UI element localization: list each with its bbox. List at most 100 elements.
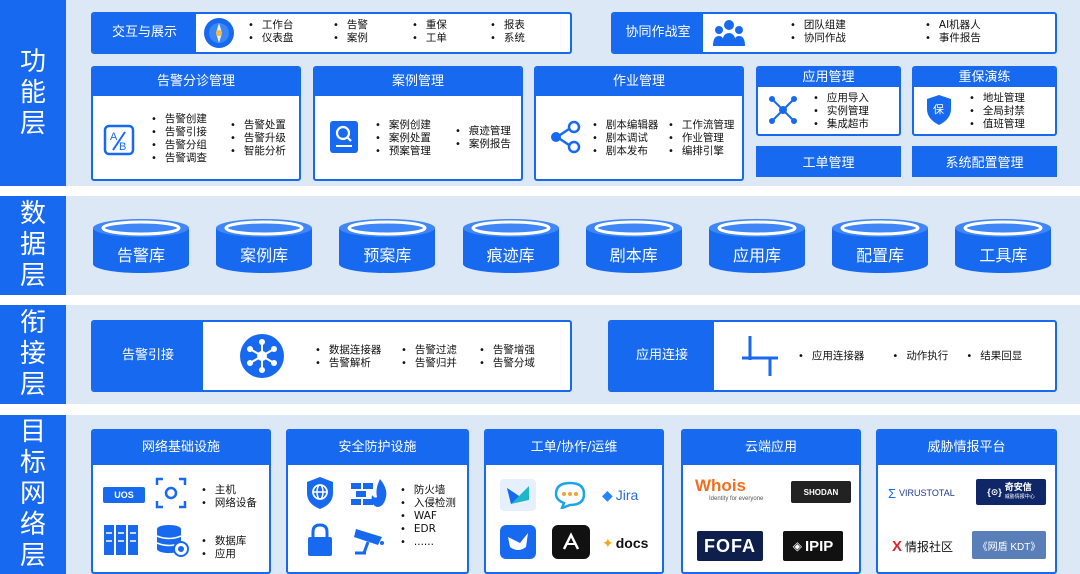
list-item: 动作执行: [892, 350, 948, 363]
guard-drill-title: 重保演练: [914, 68, 1055, 87]
interact-col1: 工作台仪表盘: [248, 19, 294, 45]
list-item: 预案管理: [375, 145, 431, 158]
kdt-logo: 《网盾 KDT》: [972, 531, 1046, 559]
docs-logo-text: docs: [615, 535, 649, 551]
layer-char: 网: [19, 479, 46, 509]
app-mgmt-title: 应用管理: [758, 68, 899, 87]
virustotal-logo-text: VIRUSTOTAL: [899, 488, 955, 498]
alert-ingest-title: 告警引接: [93, 322, 203, 390]
list-item: 数据库: [201, 535, 247, 548]
database-label: 配置库: [856, 246, 905, 265]
list-item: 集成超市: [813, 118, 869, 131]
layer-char: 据: [19, 230, 46, 260]
list-item: 实例管理: [813, 105, 869, 118]
list-item: 地址管理: [969, 92, 1025, 105]
qianxin-mark-icon: {⊙}: [987, 486, 1002, 497]
list-item: 仪表盘: [248, 32, 294, 45]
function-layer: 功 能 层 交互与展示 工作台仪表盘 告警案例 重保工单 报表系统 协同作战室 …: [0, 0, 1080, 186]
collab-title: 协同作战室: [613, 14, 703, 52]
network-infra-col1: 主机网络设备: [201, 484, 257, 510]
database-icon: [93, 219, 189, 273]
security-infra-list: 防火墙入侵检测WAFEDR......: [400, 484, 456, 549]
database-icon: [709, 219, 805, 273]
security-infra-card: 安全防护设施 防火墙入侵检测WAFEDR......: [286, 429, 469, 574]
list-item: 告警增强: [479, 344, 535, 357]
database-icon: [955, 219, 1052, 273]
list-item: 网络设备: [201, 497, 257, 510]
database-label: 案例库: [240, 246, 289, 265]
job-mgmt-col1: 剧本编辑器剧本调试剧本发布: [592, 119, 659, 158]
alert-triage-card: 告警分诊管理 AB 告警创建告警引接告警分组告警调查 告警处置告警升级智能分析: [91, 66, 301, 181]
list-item: 报表: [490, 19, 525, 32]
firewall-icon: [350, 477, 390, 514]
list-item: 作业管理: [668, 132, 734, 145]
connect-layer-label: 衔 接 层: [0, 305, 66, 404]
workflow-icon: [548, 120, 582, 159]
uos-logo-text: UOS: [114, 490, 134, 500]
job-mgmt-title: 作业管理: [536, 68, 742, 96]
jira-logo: ◆Jira: [602, 483, 638, 507]
database-icon: [216, 219, 313, 273]
function-layer-label: 功 能 层: [0, 0, 66, 186]
data-layer-label: 数 据 层: [0, 196, 66, 295]
collab-card: 协同作战室 团队组建协同作战 AI机器人事件报告: [611, 12, 1057, 54]
docs-logo: ✦docs: [602, 531, 648, 555]
list-item: 系统: [490, 32, 525, 45]
database-cylinder: 配置库: [830, 218, 930, 274]
app-connect-card: 应用连接 应用连接器 动作执行 结果回显: [608, 320, 1057, 392]
database-label: 剧本库: [609, 246, 658, 265]
cloud-app-title: 云端应用: [683, 431, 859, 465]
list-item: 值班管理: [969, 118, 1025, 131]
list-item: 告警: [333, 19, 368, 32]
alert-triage-col2: 告警处置告警升级智能分析: [230, 119, 286, 158]
target-layer: 目 标 网 络 层 网络基础设施 UOS 主机网络设备 数据库应用 安全防护设施: [0, 415, 1080, 574]
list-item: 案例: [333, 32, 368, 45]
alert-triage-col1: 告警创建告警引接告警分组告警调查: [151, 113, 207, 165]
topology-icon: [155, 477, 187, 514]
alert-ingest-col1: 数据连接器告警解析: [315, 344, 382, 370]
whois-logo-text: Whois: [695, 476, 746, 495]
list-item: 事件报告: [925, 32, 981, 45]
interact-col2: 告警案例: [333, 19, 368, 45]
alert-ingest-card: 告警引接 数据连接器告警解析 告警过滤告警归并 告警增强告警分域: [91, 320, 572, 392]
alert-ingest-col2: 告警过滤告警归并: [401, 344, 457, 370]
qianxin-logo-text: 奇安信: [1004, 482, 1032, 492]
lock-icon: [306, 523, 334, 562]
list-item: 剧本编辑器: [592, 119, 659, 132]
ipip-logo-text: IPIP: [804, 537, 834, 555]
chat-app-logo: [552, 479, 588, 511]
layer-char: 层: [19, 108, 46, 139]
list-item: 告警过滤: [401, 344, 457, 357]
list-item: 应用导入: [813, 92, 869, 105]
target-layer-label: 目 标 网 络 层: [0, 415, 66, 574]
layer-char: 数: [19, 199, 46, 229]
virustotal-mark-icon: Σ: [888, 485, 897, 501]
list-item: 结果回显: [966, 350, 1022, 363]
database-cylinder: 剧本库: [584, 218, 684, 274]
database-label: 痕迹库: [486, 246, 535, 265]
ticket-ops-card: 工单/协作/运维 ◆Jira ✦docs: [484, 429, 664, 574]
system-config-bar: 系统配置管理: [912, 146, 1057, 177]
list-item: 告警创建: [151, 113, 207, 126]
shodan-logo-text: SHODAN: [803, 487, 839, 497]
database-label: 工具库: [979, 246, 1028, 265]
shield-globe-icon: [304, 475, 336, 516]
app-connect-list: 应用连接器 动作执行 结果回显: [798, 350, 1022, 363]
ticket-ops-title: 工单/协作/运维: [486, 431, 662, 465]
shodan-logo: SHODAN: [791, 481, 851, 503]
camera-icon: [352, 525, 388, 562]
case-mgmt-card: 案例管理 案例创建案例处置预案管理 痕迹管理案例报告: [313, 66, 523, 181]
layer-char: 功: [19, 46, 46, 77]
app-connect-title: 应用连接: [610, 322, 714, 390]
list-item: 案例处置: [375, 132, 431, 145]
alert-triage-title: 告警分诊管理: [93, 68, 299, 96]
compass-icon: [203, 17, 235, 52]
team-icon: [712, 18, 746, 52]
list-item: 剧本调试: [592, 132, 658, 145]
list-item: 案例创建: [375, 119, 431, 132]
list-item: 应用连接器: [798, 350, 865, 363]
list-item: 入侵检测: [400, 497, 456, 510]
case-search-icon: [329, 120, 359, 159]
